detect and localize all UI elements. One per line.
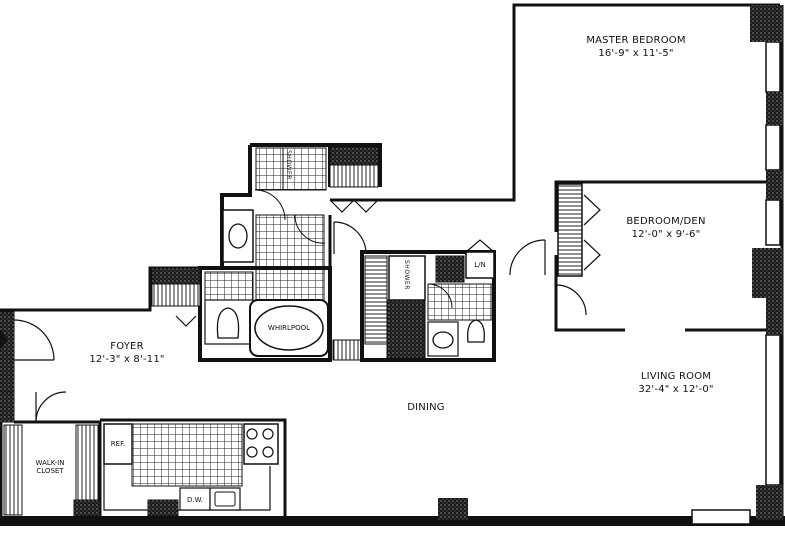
master-bedroom-label: MASTER BEDROOM 16'-9" x 11'-5" (566, 34, 706, 60)
walk-in-closet-label: WALK-IN CLOSET (26, 459, 74, 475)
bedroom-den-name: BEDROOM/DEN (626, 216, 706, 227)
entry-arrow (0, 330, 8, 350)
bedroom-den-label: BEDROOM/DEN 12'-0" x 9'-6" (606, 215, 726, 241)
bedroom-closet (557, 183, 583, 277)
living-room-label: LIVING ROOM 32'-4" x 12'-0" (616, 370, 736, 396)
bottom-exterior-wall (0, 516, 785, 526)
refrigerator-label: REF. (110, 440, 126, 448)
laundry-label: L/N (474, 261, 486, 269)
shower-label-1: SHOWER (285, 150, 292, 180)
bedroom-den-walls (554, 180, 766, 332)
bottom-window (691, 509, 751, 525)
whirlpool-label: WHIRLPOOL (267, 324, 311, 332)
dining-label: DINING (407, 402, 445, 413)
bedroom-door-swing (555, 284, 587, 316)
right-wall-columns (750, 5, 783, 520)
foyer-dims: 12'-3" x 8'-11" (89, 354, 165, 365)
kitchen (73, 418, 287, 517)
foyer-entry (0, 311, 55, 423)
bedroom-den-dims: 12'-0" x 9'-6" (631, 229, 701, 240)
bottom-column (438, 498, 468, 520)
dishwasher-label: D.W. (187, 496, 203, 504)
closet-doors (583, 194, 601, 271)
whirlpool-tub (254, 305, 324, 351)
second-bath (360, 239, 496, 362)
walk-in-closet-line1: WALK-IN (35, 459, 65, 467)
foyer-name: FOYER (110, 341, 144, 352)
hall-door-swing (509, 239, 546, 276)
master-bath (151, 143, 382, 362)
living-room-name: LIVING ROOM (640, 371, 712, 382)
shower-label-2: SHOWER (403, 260, 410, 290)
corridor (328, 215, 367, 361)
master-bedroom-dims: 16'-9" x 11'-5" (598, 48, 674, 59)
walk-in-closet-line2: CLOSET (36, 467, 64, 475)
master-bedroom-wall (378, 3, 780, 202)
living-room-dims: 32'-4" x 12'-0" (638, 384, 714, 395)
foyer-label: FOYER 12'-3" x 8'-11" (72, 340, 182, 366)
master-bedroom-name: MASTER BEDROOM (586, 35, 686, 46)
walk-in-closet (3, 391, 102, 516)
